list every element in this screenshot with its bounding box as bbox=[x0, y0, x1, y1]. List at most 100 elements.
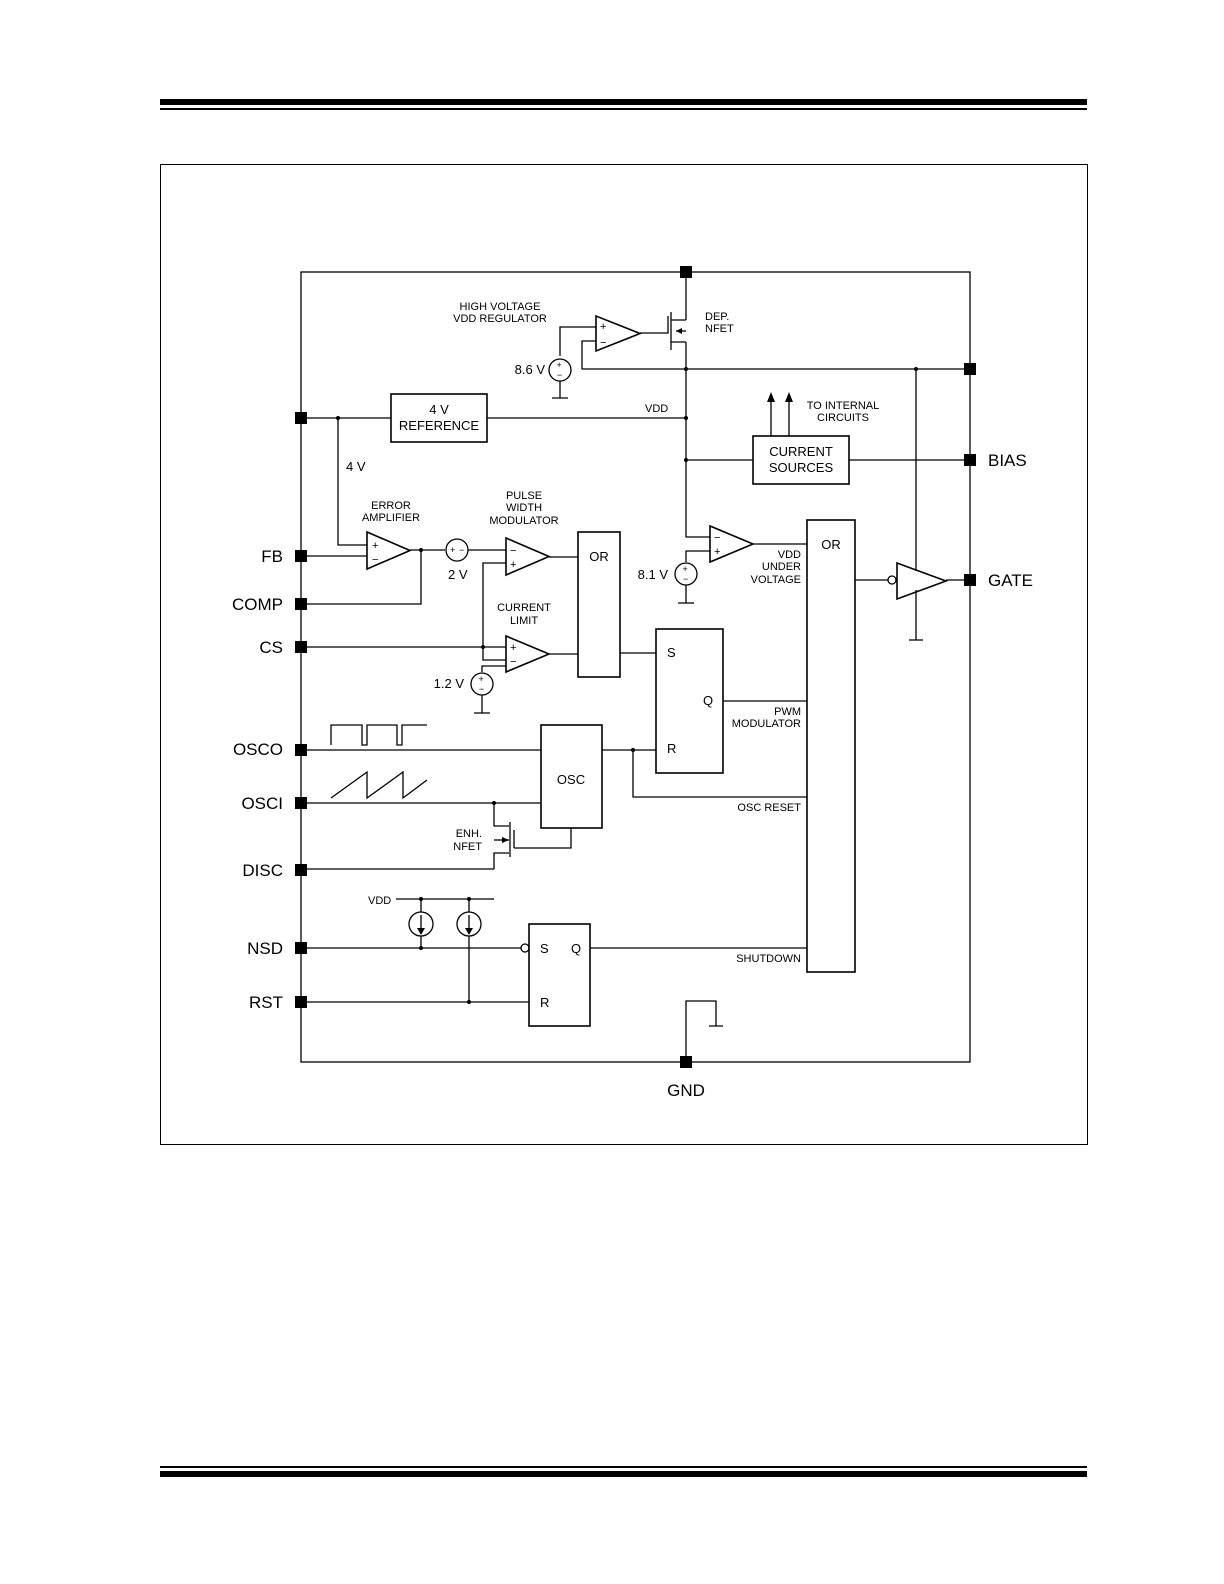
footer-rule-thin bbox=[160, 1466, 1087, 1468]
or-gate-2 bbox=[806, 519, 856, 973]
pin-cs-label: CS bbox=[259, 638, 283, 657]
vdd-line-label: VDD bbox=[645, 403, 668, 415]
reference-label-2: REFERENCE bbox=[399, 418, 480, 433]
or-gate-1 bbox=[577, 531, 621, 678]
pwm-latch-q: Q bbox=[703, 693, 713, 708]
voltage-1v2-label: 1.2 V bbox=[434, 676, 465, 691]
dep-nfet-label-2: NFET bbox=[705, 323, 734, 335]
svg-text:−: − bbox=[510, 656, 516, 668]
pin-nsd-label: NSD bbox=[247, 939, 283, 958]
current-limit-label-2: LIMIT bbox=[510, 615, 538, 627]
pwm-modulator-label-2: MODULATOR bbox=[732, 718, 801, 730]
svg-text:+: + bbox=[450, 545, 455, 555]
pin-bias-label: BIAS bbox=[988, 451, 1027, 470]
pwm-label-2: WIDTH bbox=[506, 502, 542, 514]
gate-driver bbox=[896, 561, 949, 601]
source-8v6: + − bbox=[548, 358, 572, 382]
or-gate-2-label: OR bbox=[821, 537, 841, 552]
voltage-8v1-label: 8.1 V bbox=[638, 567, 669, 582]
or-gate-1-label: OR bbox=[589, 549, 609, 564]
current-source-2 bbox=[456, 911, 482, 937]
svg-text:−: − bbox=[372, 554, 378, 566]
svg-text:+: + bbox=[510, 559, 516, 571]
dep-nfet-label-1: DEP. bbox=[705, 311, 729, 323]
current-limit-comparator: + − bbox=[505, 634, 552, 674]
reference-label-1: 4 V bbox=[429, 402, 449, 417]
shutdown-latch-s: S bbox=[540, 941, 549, 956]
voltage-2v-label: 2 V bbox=[448, 567, 468, 582]
sawtooth-wave-glyph bbox=[330, 770, 428, 800]
current-sources-label-1: CURRENT bbox=[769, 444, 833, 459]
svg-text:+: + bbox=[714, 546, 720, 558]
current-source-1 bbox=[408, 911, 434, 937]
pwm-latch-s: S bbox=[667, 645, 676, 660]
chip-outline bbox=[300, 271, 971, 1063]
voltage-4v-label: 4 V bbox=[346, 459, 366, 474]
uv-label-2: UNDER bbox=[762, 561, 801, 573]
hv-regulator-label-2: VDD REGULATOR bbox=[453, 313, 547, 325]
pin-comp-label: COMP bbox=[232, 595, 283, 614]
gate-driver-inversion-bubble bbox=[887, 575, 897, 585]
error-amplifier: + − bbox=[366, 530, 413, 571]
osc-reset-label: OSC RESET bbox=[737, 802, 801, 814]
svg-text:−: − bbox=[479, 684, 484, 694]
figure-frame bbox=[160, 164, 1088, 1145]
shutdown-inversion-bubble bbox=[520, 943, 530, 953]
shutdown-latch bbox=[528, 923, 591, 1027]
svg-text:−: − bbox=[459, 545, 464, 555]
current-limit-label-1: CURRENT bbox=[497, 602, 551, 614]
error-amp-label-1: ERROR bbox=[371, 500, 411, 512]
svg-text:−: − bbox=[683, 574, 688, 584]
svg-text:+: + bbox=[557, 360, 562, 370]
to-internal-label-2: CIRCUITS bbox=[817, 412, 869, 424]
osc-label: OSC bbox=[557, 772, 585, 787]
enh-nfet-symbol bbox=[493, 803, 572, 869]
svg-text:+: + bbox=[510, 642, 516, 654]
shutdown-latch-r: R bbox=[540, 995, 549, 1010]
svg-text:−: − bbox=[600, 337, 606, 349]
hv-regulator-opamp: + − bbox=[595, 314, 643, 353]
ground-symbol bbox=[685, 1000, 723, 1062]
pwm-label-3: MODULATOR bbox=[489, 515, 558, 527]
source-2v: + − bbox=[445, 538, 469, 562]
svg-text:+: + bbox=[600, 321, 606, 333]
source-8v1: + − bbox=[674, 562, 698, 586]
to-internal-label-1: TO INTERNAL bbox=[807, 400, 880, 412]
current-sources-label-2: SOURCES bbox=[769, 460, 834, 475]
pwm-comparator: − + bbox=[505, 536, 552, 577]
shutdown-label: SHUTDOWN bbox=[736, 953, 801, 965]
pin-gate-label: GATE bbox=[988, 571, 1033, 590]
pin-osci-label: OSCI bbox=[241, 794, 283, 813]
footer-rule-thick bbox=[160, 1471, 1087, 1477]
hv-regulator-label-1: HIGH VOLTAGE bbox=[460, 301, 541, 313]
pwm-label-1: PULSE bbox=[506, 490, 542, 502]
uv-comparator: − + bbox=[709, 524, 756, 564]
header-rule-thick bbox=[160, 99, 1087, 105]
pwm-latch bbox=[655, 628, 724, 774]
error-amp-label-2: AMPLIFIER bbox=[362, 512, 420, 524]
square-wave-glyph bbox=[330, 724, 427, 746]
pin-gnd-label: GND bbox=[667, 1081, 705, 1100]
pin-fb-label: FB bbox=[261, 547, 283, 566]
voltage-8v6-label: 8.6 V bbox=[515, 362, 546, 377]
vdd-sources-label: VDD bbox=[368, 895, 391, 907]
pin-disc-label: DISC bbox=[242, 861, 283, 880]
pin-rst-label: RST bbox=[249, 993, 283, 1012]
to-internal-arrows bbox=[767, 392, 793, 436]
uv-label-3: VOLTAGE bbox=[751, 574, 801, 586]
pin-osco-label: OSCO bbox=[233, 740, 283, 759]
svg-text:+: + bbox=[479, 674, 484, 684]
pwm-modulator-label-1: PWM bbox=[774, 706, 801, 718]
dep-nfet-symbol bbox=[640, 272, 687, 460]
shutdown-latch-q: Q bbox=[571, 941, 581, 956]
svg-text:−: − bbox=[714, 532, 720, 544]
svg-text:−: − bbox=[557, 370, 562, 380]
source-1v2: + − bbox=[470, 672, 494, 696]
svg-text:+: + bbox=[683, 564, 688, 574]
enh-nfet-label-2: NFET bbox=[453, 841, 482, 853]
svg-text:−: − bbox=[510, 545, 516, 557]
svg-text:+: + bbox=[372, 540, 378, 552]
header-rule-thin bbox=[160, 108, 1087, 110]
pwm-latch-r: R bbox=[667, 741, 676, 756]
